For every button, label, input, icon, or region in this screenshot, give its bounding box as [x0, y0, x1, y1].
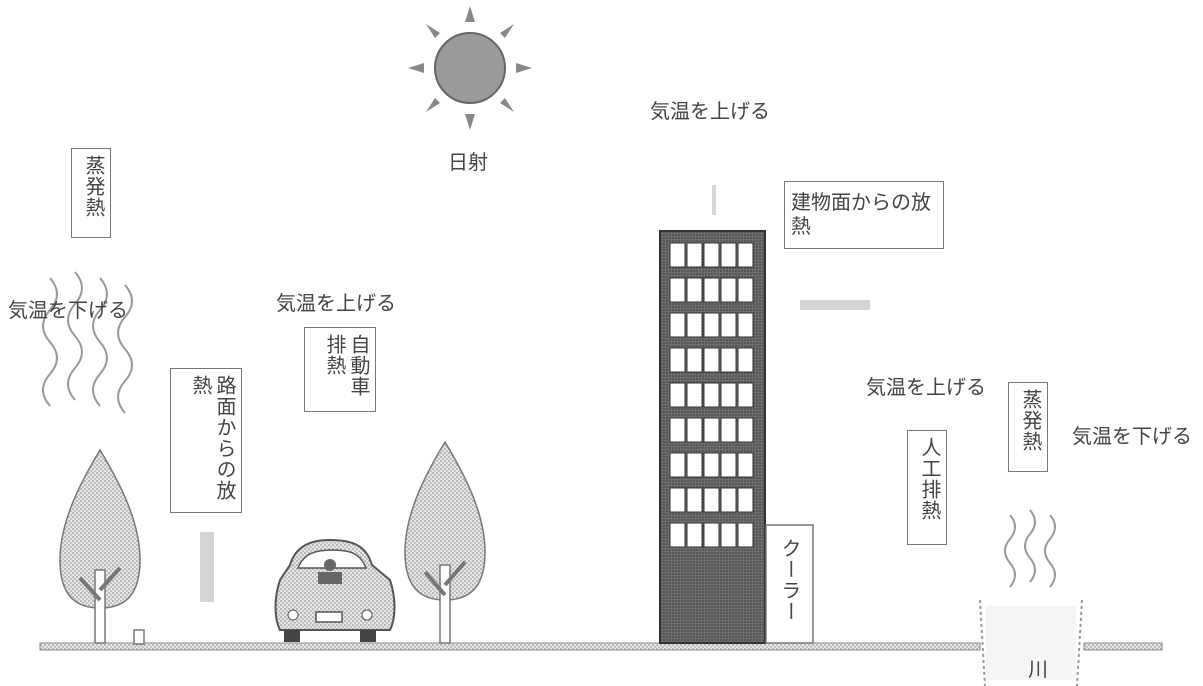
- building-window: [686, 452, 703, 478]
- raise-temp-label-car: 気温を上げる: [276, 291, 396, 315]
- building-window: [686, 277, 703, 303]
- building-window: [686, 382, 703, 408]
- building-window: [720, 277, 737, 303]
- building-window: [703, 452, 720, 478]
- building-window: [720, 382, 737, 408]
- tree-icon: [59, 448, 141, 644]
- post: [133, 629, 145, 645]
- building-window: [703, 347, 720, 373]
- artificial-heat-box: 人工排熱: [907, 430, 947, 545]
- building-window: [720, 312, 737, 338]
- building-window: [737, 312, 754, 338]
- building-heat-box: 建物面からの放熱: [784, 181, 944, 249]
- building-window: [703, 487, 720, 513]
- river: [979, 599, 1083, 686]
- building-window: [720, 522, 737, 548]
- building-window: [703, 522, 720, 548]
- tree-icon: [404, 440, 486, 644]
- lower-temp-label-left: 気温を下げる: [8, 298, 128, 322]
- building-window: [686, 242, 703, 268]
- building-window: [686, 417, 703, 443]
- building-window: [703, 312, 720, 338]
- lower-temp-label-right: 気温を下げる: [1072, 424, 1192, 448]
- raise-temp-label-right: 気温を上げる: [866, 375, 986, 399]
- ground-line: [39, 642, 1163, 651]
- building-window: [720, 242, 737, 268]
- river-label: 川: [1028, 657, 1048, 681]
- building-window: [669, 522, 686, 548]
- building-window: [703, 417, 720, 443]
- evaporation-waves-left: [42, 271, 133, 414]
- heat-marks: [200, 185, 870, 602]
- car-icon: [274, 538, 396, 642]
- sun-icon: [408, 6, 532, 130]
- building-window: [737, 487, 754, 513]
- building-window: [686, 347, 703, 373]
- building-window: [669, 312, 686, 338]
- building-window: [686, 312, 703, 338]
- building-window: [703, 382, 720, 408]
- building-window: [669, 277, 686, 303]
- road-heat-box: 路面からの放熱: [170, 368, 242, 513]
- building-window: [720, 347, 737, 373]
- building-window: [686, 522, 703, 548]
- evaporation-heat-box-right: 蒸発熱: [1008, 382, 1048, 472]
- building-window: [703, 277, 720, 303]
- building-window: [669, 242, 686, 268]
- cooler-label: クーラー: [778, 538, 802, 622]
- building-window: [669, 487, 686, 513]
- building-window: [720, 452, 737, 478]
- evaporation-heat-box-left: 蒸発熱: [71, 148, 111, 238]
- cooler-box: [765, 524, 814, 644]
- building-window: [669, 347, 686, 373]
- building-window: [669, 417, 686, 443]
- building-window: [720, 417, 737, 443]
- building-window: [737, 277, 754, 303]
- building-window: [737, 347, 754, 373]
- building-window: [737, 417, 754, 443]
- raise-temp-label-top: 気温を上げる: [650, 99, 770, 123]
- evaporation-waves-river: [1004, 509, 1056, 588]
- building-window: [669, 382, 686, 408]
- building-window: [737, 382, 754, 408]
- building-window: [703, 242, 720, 268]
- building: [659, 230, 766, 644]
- building-window: [720, 487, 737, 513]
- solar-radiation-label: 日射: [448, 150, 488, 174]
- building-window: [737, 242, 754, 268]
- building-window: [737, 522, 754, 548]
- building-window: [669, 452, 686, 478]
- car-exhaust-box: 自動車排熱: [304, 327, 376, 412]
- building-window: [686, 487, 703, 513]
- building-window: [737, 452, 754, 478]
